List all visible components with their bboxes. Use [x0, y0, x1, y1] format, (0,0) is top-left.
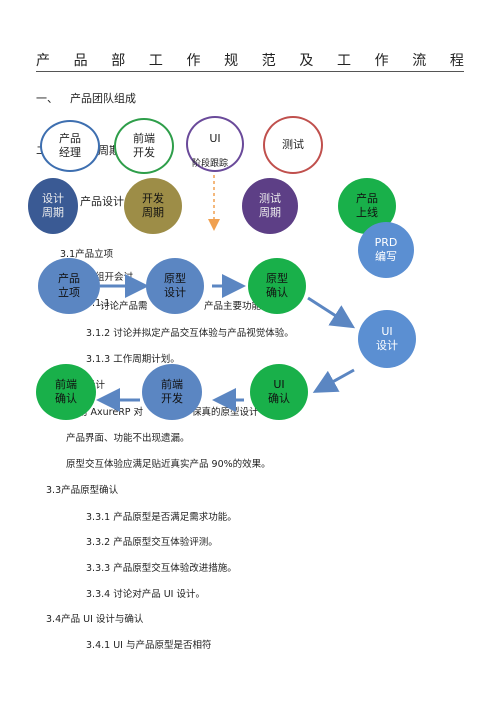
team-tester: 测试	[263, 116, 323, 174]
heading-3-3: 3.3产品原型确认	[46, 485, 119, 496]
axure-line-b: 保真的原型设计	[192, 407, 259, 418]
title-char: 程	[449, 53, 464, 69]
flow-ui-confirm: UI 确认	[250, 364, 308, 420]
team-product-manager: 产品 经理	[40, 120, 100, 172]
item-3-1-1-number: 3.1.1	[86, 298, 111, 309]
flow-frontend-confirm: 前端 确认	[36, 364, 96, 420]
title-char: 部	[111, 53, 126, 69]
title-char: 作	[186, 53, 201, 69]
heading-3-4: 3.4产品 UI 设计与确认	[46, 614, 144, 625]
title-rule	[36, 71, 464, 72]
phase-test: 测试 周期	[242, 178, 298, 234]
item-3-1-2: 3.1.2 讨论并拟定产品交互体验与产品视觉体验。	[86, 328, 294, 339]
title-char: 及	[299, 53, 314, 69]
flow-project: 产品 立项	[38, 258, 100, 314]
title-char: 工	[337, 53, 351, 69]
phase-design: 设计 周期	[28, 178, 78, 234]
text-fragment: 组开会讨	[95, 272, 134, 283]
title-char: 工	[148, 53, 163, 69]
flow-frontend-dev: 前端 开发	[142, 364, 202, 420]
prd-writing: PRD 编写	[358, 222, 414, 278]
flow-ui-design: UI 设计	[358, 310, 416, 368]
title-char: 作	[374, 53, 389, 69]
interface-line: 产品界面、功能不出现遗漏。	[66, 433, 190, 444]
item-3-4-1: 3.4.1 UI 与产品原型是否相符	[86, 640, 212, 651]
arrow-confirm-to-ui	[307, 296, 356, 329]
flow-proto-confirm: 原型 确认	[248, 258, 306, 314]
item-3-3-3: 3.3.3 产品原型交互体验改进措施。	[86, 563, 237, 574]
heading-3-2-fragment: 设计	[86, 380, 106, 391]
section-heading: 产品团队组成	[70, 92, 136, 105]
team-frontend-dev: 前端 开发	[114, 118, 174, 174]
axure-line-a: 用 AxureRP 对	[78, 407, 144, 418]
item-3-3-2: 3.3.2 产品原型交互体验评测。	[86, 537, 218, 548]
heading-3-1: 3.1产品立项	[60, 249, 114, 260]
proto-effect-line: 原型交互体验应满足贴近真实产品 90%的效果。	[66, 459, 271, 470]
item-3-1-3: 3.1.3 工作周期计划。	[86, 354, 180, 365]
item-3-1-1-b: 产品主要功能	[204, 301, 262, 312]
item-3-3-1: 3.3.1 产品原型是否满足需求功能。	[86, 512, 237, 523]
section-number: 一、	[36, 92, 58, 105]
title-char: 产	[36, 53, 50, 69]
arrow-ui-to-uiconfirm	[312, 368, 355, 393]
ui-tracking-label: 阶段跟踪	[192, 159, 229, 169]
title-char: 规	[224, 53, 239, 69]
title-char: 范	[261, 53, 276, 69]
item-3-3-4: 3.3.4 讨论对产品 UI 设计。	[86, 589, 205, 600]
title-char: 品	[73, 53, 88, 69]
item-3-1-1-a: 讨论产品需	[100, 301, 148, 312]
team-ui: UI	[186, 116, 244, 172]
document-title: 产品部工作规范及工作流程	[36, 50, 464, 72]
flow-proto-design: 原型 设计	[146, 258, 204, 314]
chapter3-heading-fragment: 产品设计	[80, 195, 124, 208]
phase-dev: 开发 周期	[124, 178, 182, 234]
title-char: 流	[412, 53, 427, 69]
